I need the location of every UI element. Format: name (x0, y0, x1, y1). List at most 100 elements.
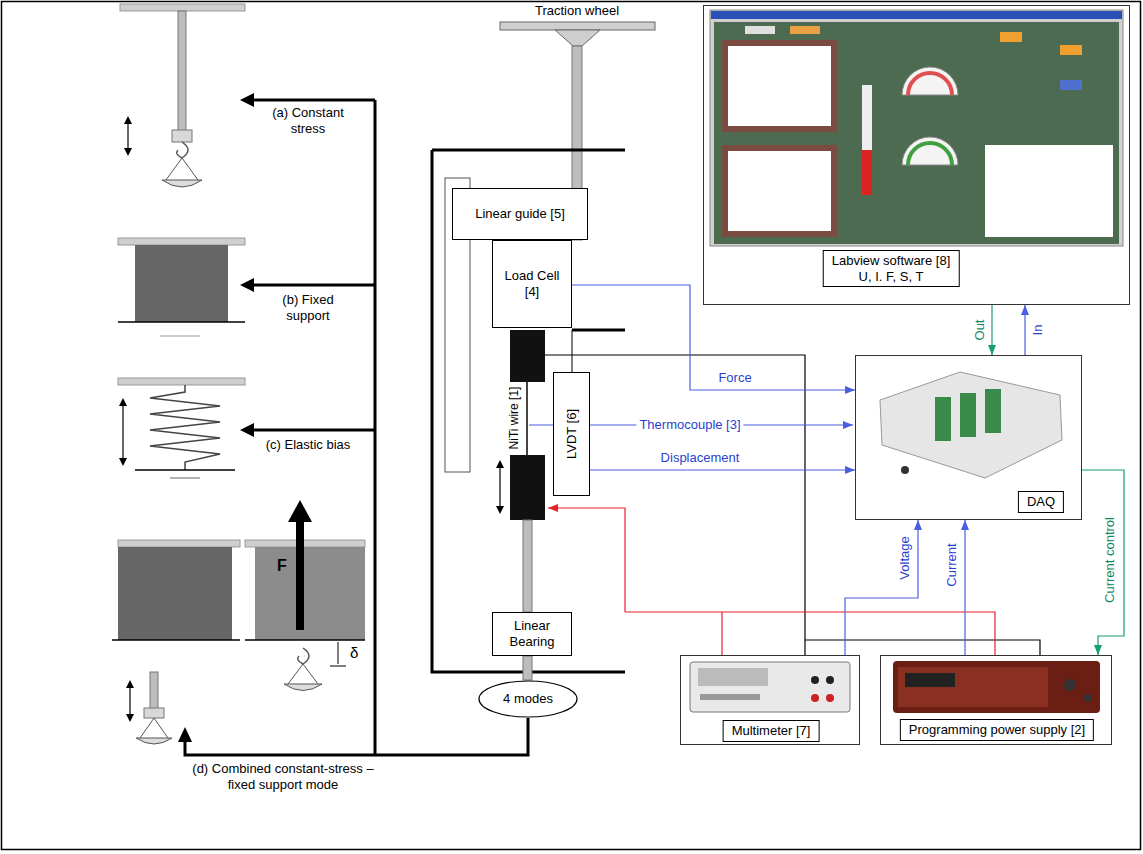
mode-label: (a) Constant stress (262, 105, 354, 136)
node-label: Linear Bearing (497, 618, 567, 649)
graph (728, 151, 831, 231)
node-label: Multimeter [7] (732, 723, 811, 739)
node-label: Programming power supply [2] (909, 722, 1085, 738)
control (745, 26, 775, 34)
power-supply-display (905, 673, 955, 687)
niti-wire (526, 382, 528, 455)
daq-device (880, 372, 1062, 478)
base-line (118, 321, 245, 323)
arrow-head (496, 506, 504, 514)
motion-arrow (122, 404, 123, 460)
spring-plate (135, 469, 235, 471)
pan-string (288, 664, 318, 684)
signal-connector (1082, 470, 1124, 655)
wire-rod (150, 672, 158, 712)
power-supply-face (898, 667, 1048, 707)
node-label: Load Cell [4] (497, 268, 567, 299)
weight-pan (136, 738, 172, 744)
thermometer-level (862, 150, 872, 195)
arrow-head (119, 458, 127, 466)
control (790, 26, 820, 34)
thermometer (862, 85, 872, 195)
support-bar (118, 540, 240, 547)
node-label: LVDT [6] (564, 409, 580, 459)
power-wire (545, 355, 1040, 655)
gauge-scale (908, 73, 952, 95)
multimeter-buttons (700, 694, 760, 700)
spring-foot (170, 477, 200, 479)
traction-wheel (555, 30, 600, 46)
label-holder: LVDT [6] (564, 409, 580, 459)
arrow-head (126, 714, 134, 722)
arrow-head (119, 398, 127, 406)
label-box: DAQ (1018, 491, 1064, 513)
window-title-bar (711, 11, 1122, 19)
process-box: Load Cell [4] (492, 240, 572, 328)
jack (811, 676, 819, 684)
support-bar (118, 378, 245, 385)
daq-box: DAQ (855, 355, 1082, 520)
software-panel: Labview software [8]U, I. F, S, T (703, 5, 1130, 305)
mode-label: (d) Combined constant-stress – fixed sup… (188, 761, 378, 792)
multimeter-device (690, 662, 850, 712)
label-holder: Load Cell [4] (493, 268, 571, 299)
pull-rod (523, 520, 532, 612)
graph-frame (722, 145, 837, 237)
force-arrow (296, 520, 304, 630)
collar (172, 130, 192, 142)
lvdt-mount (572, 330, 573, 372)
node-label: Linear guide [5] (457, 206, 583, 222)
signal-connector (1024, 305, 1025, 355)
fixed-block (135, 245, 228, 322)
traction-wheel (500, 22, 655, 30)
arrow-head (178, 727, 192, 742)
graph (728, 46, 831, 126)
pan-string (140, 718, 168, 738)
arrow-head (240, 93, 254, 107)
control (1060, 45, 1082, 55)
graph-frame (722, 40, 837, 132)
label-holder: Linear guide [5] (453, 206, 587, 222)
mode-label: (c) Elastic bias (262, 437, 354, 453)
gauge-scale (908, 143, 952, 165)
knob (1084, 694, 1092, 702)
label-box: Labview software [8]U, I. F, S, T (823, 250, 960, 287)
ellipse-outline (479, 681, 577, 717)
label-holder: 4 modes (478, 691, 578, 707)
signal-connector (964, 520, 965, 655)
signal-label: Current control (1102, 515, 1118, 605)
hook (298, 648, 309, 664)
instrument-box: Programming power supply [2] (880, 655, 1112, 745)
mode-label: (b) Fixed support (262, 292, 354, 323)
signal-label: Voltage (897, 534, 913, 581)
collar (144, 708, 164, 718)
node-label: Labview software [8] (832, 253, 951, 269)
gap-mark (338, 642, 339, 664)
arrow-head (240, 423, 254, 437)
daq-module (960, 393, 976, 437)
arrow-head (496, 460, 504, 468)
wire-rod (178, 11, 186, 131)
bias-spring (150, 385, 220, 470)
knob (1064, 679, 1076, 691)
label-box: Multimeter [7] (723, 720, 820, 742)
support-bar (118, 238, 245, 245)
base-line (160, 335, 200, 337)
force-symbol: F (277, 556, 287, 575)
weight-pan (162, 180, 202, 187)
upper-clamp (510, 330, 545, 382)
control (1000, 32, 1022, 42)
process-box: Linear guide [5] (452, 188, 588, 240)
signal-label: In (1030, 323, 1046, 338)
node-label: 4 modes (482, 691, 574, 707)
signal-connector (845, 520, 918, 655)
motion-arrow (127, 122, 128, 150)
rig-frame (432, 150, 625, 672)
force-arrow-head (288, 500, 312, 522)
arrow-head (126, 680, 134, 688)
software-screenshot (710, 10, 1123, 246)
part-label: NiTi wire [1] (507, 387, 521, 450)
multimeter-display (698, 668, 768, 686)
process-box: Linear Bearing (492, 612, 572, 656)
